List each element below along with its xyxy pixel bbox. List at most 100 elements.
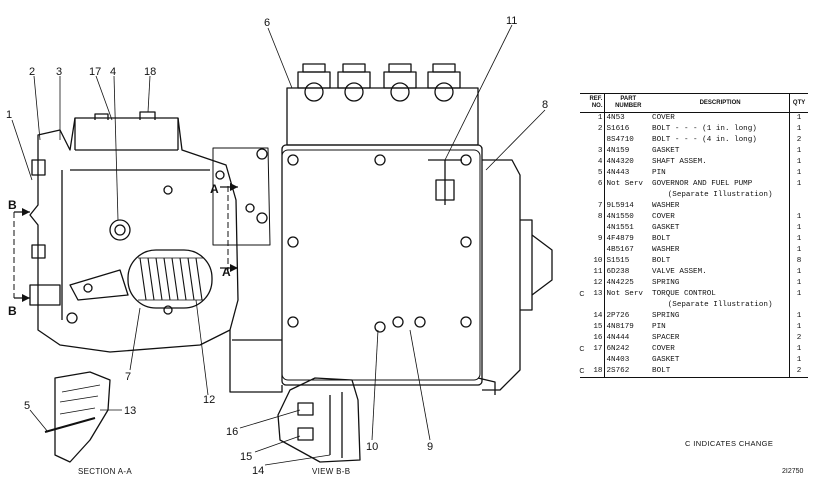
part-number-cell: 4N4320 [606,158,634,166]
part-number-cell: 2S762 [604,366,652,378]
exploded-view-illustration: 1 2 3 4 5 6 7 8 9 10 11 12 13 14 15 16 1… [6,15,553,477]
illustration-number: 2I2750 [782,468,804,475]
callout-15: 15 [240,451,252,463]
callout-8: 8 [542,99,548,111]
ref-no-cell [580,223,606,234]
ref-no-cell [580,135,606,146]
ref-no-cell: 8 [580,212,606,223]
part-number-cell: S1515 [606,257,630,265]
part-number-cell [605,300,651,311]
description-cell: SPACER [652,334,680,342]
ref-no-cell: 12 [580,278,606,289]
callout-1: 1 [6,109,12,121]
pump-body [281,144,483,386]
ref-no-cell [580,300,606,311]
qty-cell: 1 [789,322,808,333]
part-number-cell: 4N1551 [606,224,634,232]
part-number-cell: 4N8179 [606,323,634,331]
description-cell: GOVERNOR AND FUEL PUMP [652,180,753,188]
change-marker: C [579,346,585,353]
change-note: C INDICATES CHANGE [685,439,774,448]
qty-cell [789,300,808,311]
parts-row: (Separate Illustration) [580,300,808,311]
description-cell: WASHER [652,246,680,254]
description-cell: (Separate Illustration) [667,191,773,199]
ref-no-cell [580,355,606,366]
torque-spring-housing [127,249,213,309]
ref-no-cell: 16 [580,333,606,344]
description-cell: GASKET [652,147,680,155]
description-cell: TORQUE CONTROL [652,290,716,298]
description-cell: BOLT - - - (4 in. long) [652,136,757,144]
ref-no-cell: 7 [580,201,606,212]
inspection-cover [281,149,481,381]
qty-cell: 1 [789,278,808,289]
callout-18: 18 [144,66,156,78]
part-number-cell: 4N1550 [606,213,634,221]
description-cell: BOLT - - - (1 in. long) [652,125,757,133]
qty-cell: 1 [789,355,808,366]
description-cell: COVER [652,114,675,122]
part-number-cell: 4B5167 [606,246,634,254]
part-number-cell: 4F4879 [606,235,634,243]
part-number-cell: 4N4225 [606,279,634,287]
description-cell: VALVE ASSEM. [652,268,707,276]
callout-2: 2 [29,66,35,78]
callout-7: 7 [125,371,131,383]
torque-spring [139,257,203,301]
callout-9: 9 [427,441,433,453]
view-bb-caption: VIEW B-B [312,467,350,476]
ref-no-cell: 9 [580,234,606,245]
ref-no-cell: 10 [580,256,606,267]
description-cell: GASKET [652,224,680,232]
section-marker-b-bottom: B [8,304,17,318]
qty-cell: 1 [789,245,808,256]
ref-no-cell: 11 [580,267,606,278]
qty-cell: 1 [789,311,808,322]
qty-cell: 8 [789,256,808,267]
governor-housing [29,117,239,353]
callout-14: 14 [252,465,264,477]
parts-row: 4B5167 WASHER 1 [580,245,808,256]
part-number-cell: 9L5914 [606,202,634,210]
ref-no-cell: 5 [580,168,606,179]
description-cell: BOLT [652,257,671,265]
fuel-outlet-fittings [297,63,461,102]
qty-cell: 1 [789,179,808,190]
description-cell: SPRING [652,312,680,320]
parts-table-header: REF. NO. PART NUMBER DESCRIPTION QTY [580,93,808,113]
ref-no-cell: 3 [580,146,606,157]
qty-cell: 2 [789,135,808,146]
part-number-cell [605,190,651,201]
description-cell: GASKET [652,356,680,364]
description-cell: BOLT [652,235,671,243]
qty-cell [789,190,808,201]
qty-cell: 1 [789,168,808,179]
qty-cell: 1 [789,267,808,278]
callout-17: 17 [89,66,101,78]
section-marker-a-bottom: A [222,265,231,279]
change-marker: C [579,291,585,298]
ref-no-cell: 14 [580,311,606,322]
part-number-cell: 4N159 [606,147,630,155]
